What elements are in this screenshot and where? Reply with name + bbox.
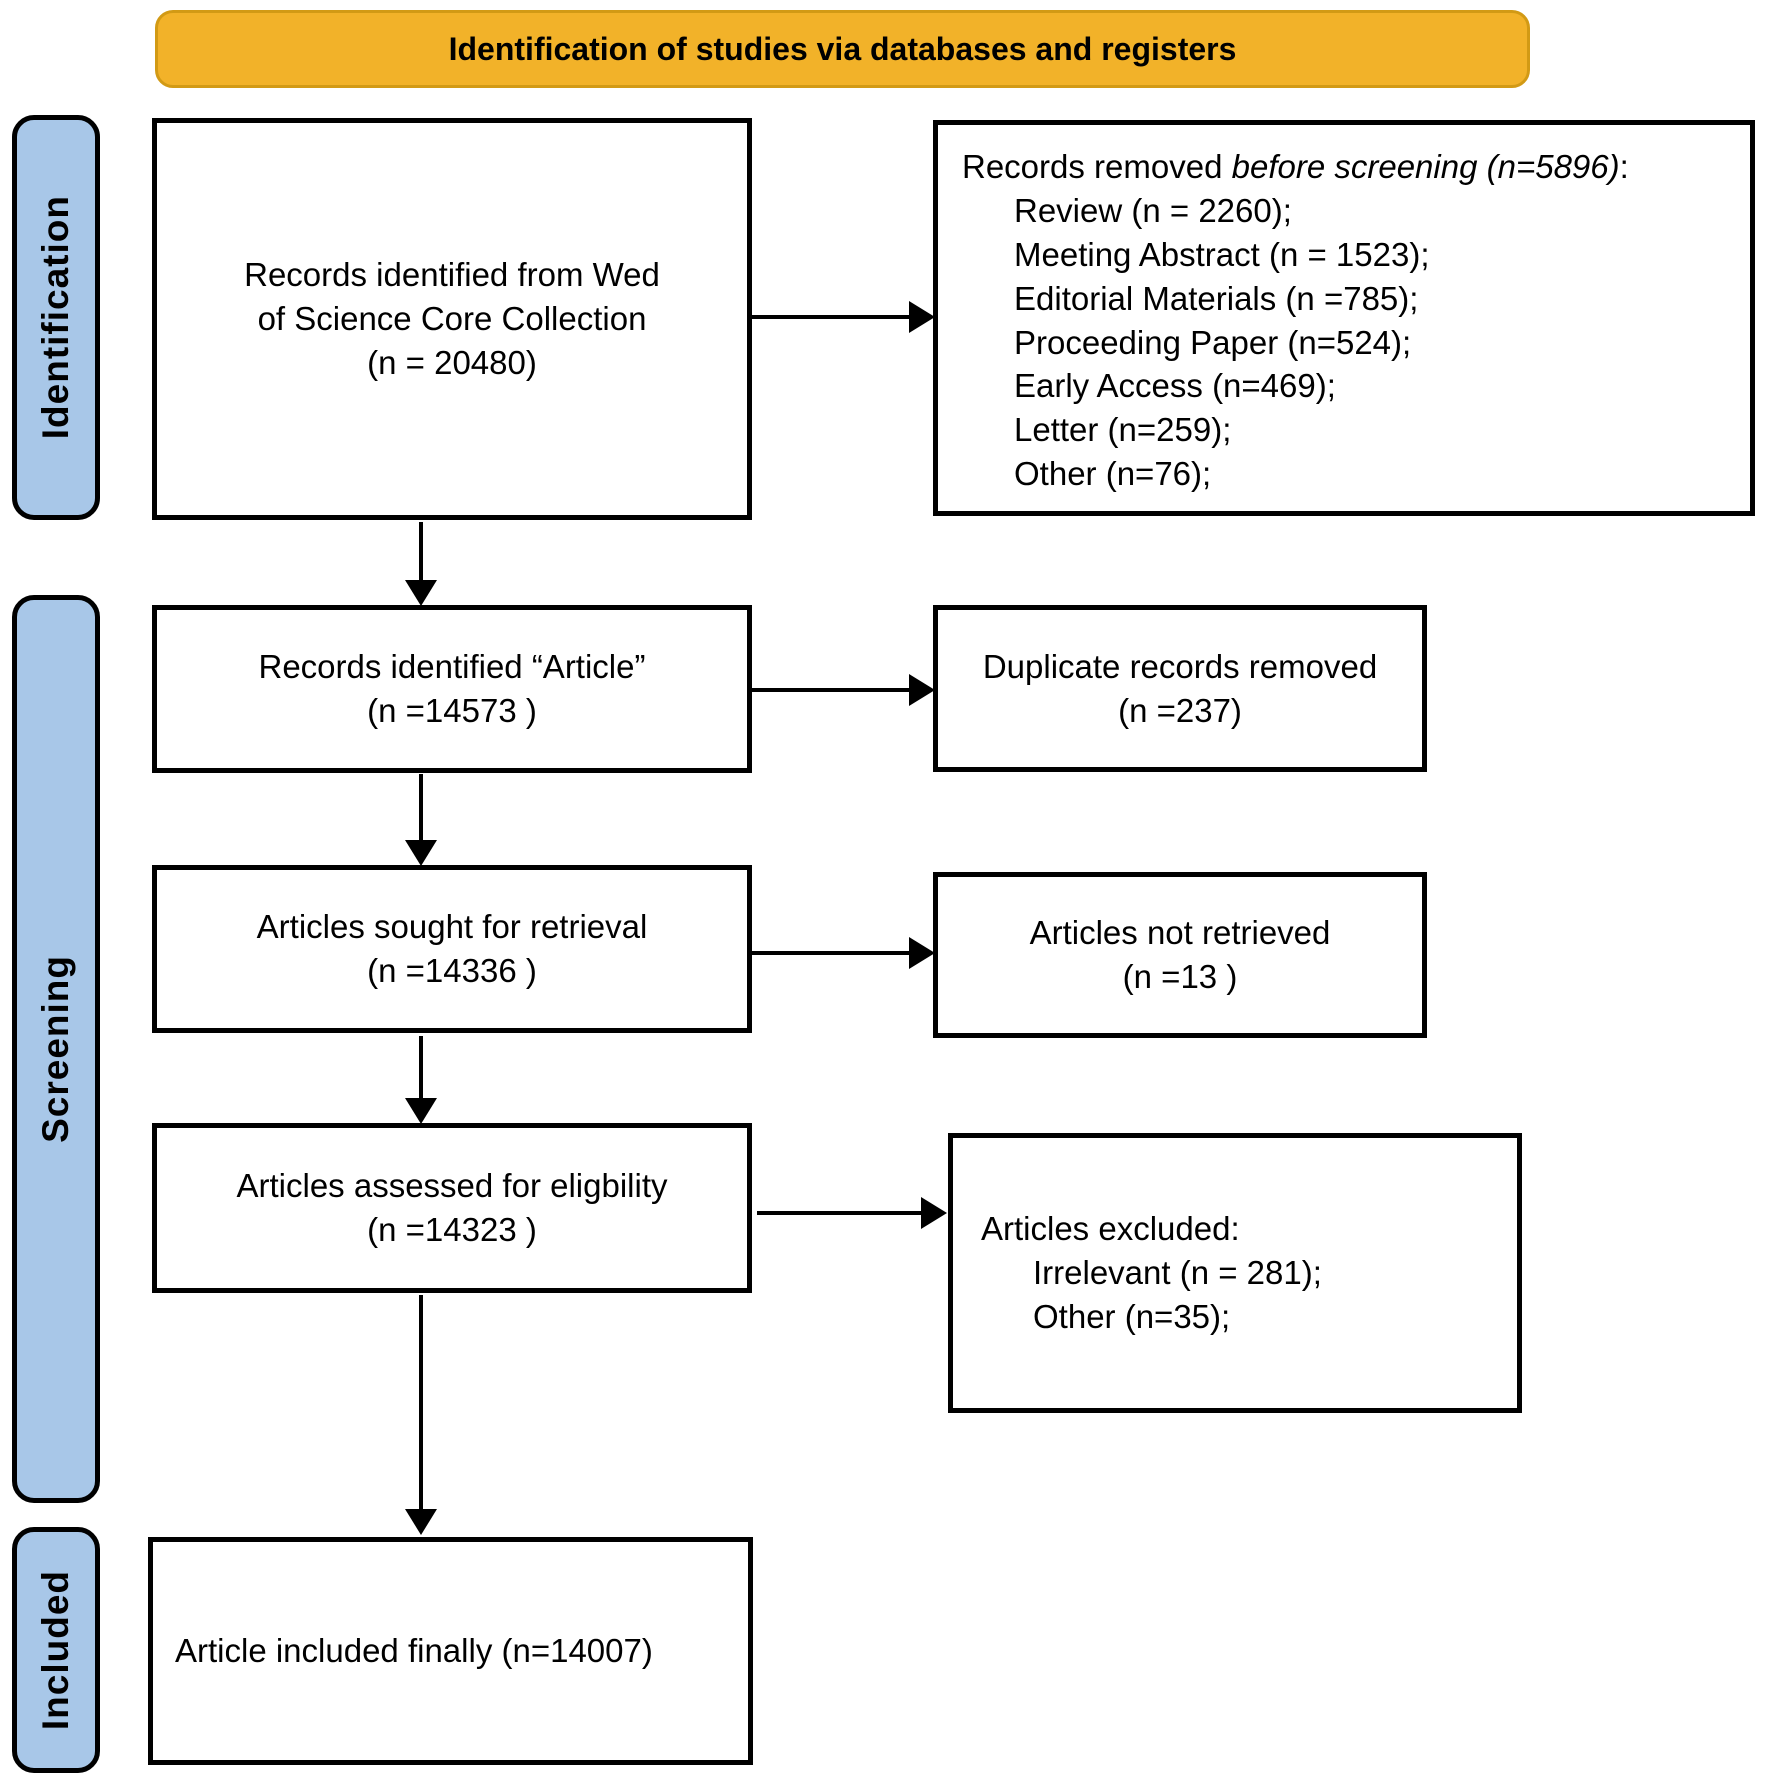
box-line: (n =237) [1118,691,1242,729]
arrow-head-icon [921,1197,947,1229]
box-line: Records identified from Wed [244,256,660,294]
box-records-article: Records identified “Article” (n =14573 ) [152,605,752,773]
arrow-article-to-sought [405,774,437,866]
removed-item: Early Access (n=469); [1014,367,1336,405]
box-line: (n =14336 ) [367,952,537,989]
stage-screening: Screening [12,595,100,1503]
box-line: (n =14323 ) [367,1211,537,1248]
arrow-shaft [752,315,911,319]
excluded-item: Irrelevant (n = 281); [1033,1254,1322,1292]
box-line: (n = 20480) [367,343,537,381]
box-line: of Science Core Collection [257,300,647,338]
box-records-identified: Records identified from Wed of Science C… [152,118,752,520]
arrow-head-icon [405,1509,437,1535]
arrow-shaft [752,688,911,692]
removed-item: Other (n=76); [1014,455,1212,493]
header-suffix: : [1619,148,1629,185]
arrow-identified-to-article [405,522,437,606]
arrow-shaft [419,522,423,582]
box-line: Articles assessed for eligbility [236,1167,668,1205]
box-duplicates-removed: Duplicate records removed (n =237) [933,605,1427,772]
arrow-head-icon [909,937,935,969]
removed-item: Meeting Abstract (n = 1523); [1014,235,1430,273]
arrow-head-icon [909,674,935,706]
arrow-shaft [757,1211,923,1215]
arrow-head-icon [405,580,437,606]
header-prefix: Records removed [962,148,1232,185]
arrow-shaft [752,951,911,955]
excluded-item: Other (n=35); [1033,1297,1231,1335]
box-articles-assessed: Articles assessed for eligbility (n =143… [152,1123,752,1293]
arrow-identified-to-removed [752,301,935,333]
arrow-sought-to-assessed [405,1036,437,1124]
box-line: Articles sought for retrieval [256,908,648,946]
arrow-head-icon [405,1098,437,1124]
box-header: Records removed before screening (n=5896… [962,145,1629,189]
box-line: Duplicate records removed [982,647,1378,685]
box-line: (n =14573 ) [367,692,537,729]
box-line: Records identified “Article” [258,648,646,686]
arrow-assessed-to-included [405,1295,437,1535]
box-line: Article included finally (n=14007) [175,1632,653,1670]
stage-identification-label: Identification [35,195,76,440]
stage-screening-label: Screening [35,955,76,1143]
arrow-head-icon [405,840,437,866]
stage-included-label: Included [35,1569,76,1731]
banner-title-text: Identification of studies via databases … [448,30,1237,67]
arrow-article-to-duplicates [752,674,935,706]
arrow-shaft [419,774,423,842]
box-records-removed: Records removed before screening (n=5896… [933,120,1755,516]
box-line: (n =13 ) [1122,958,1238,995]
arrow-shaft [419,1036,423,1100]
header-italic: before screening (n=5896) [1231,148,1620,185]
stage-identification: Identification [12,115,100,520]
arrow-head-icon [909,301,935,333]
box-line: Articles not retrieved [1029,914,1331,952]
box-article-included: Article included finally (n=14007) [148,1537,753,1765]
arrow-assessed-to-excluded [757,1197,947,1229]
removed-item: Proceeding Paper (n=524); [1014,323,1412,361]
stage-included: Included [12,1527,100,1773]
removed-item: Editorial Materials (n =785); [1014,279,1419,317]
box-articles-not-retrieved: Articles not retrieved (n =13 ) [933,872,1427,1038]
arrow-sought-to-not-retrieved [752,937,935,969]
arrow-shaft [419,1295,423,1511]
removed-item: Review (n = 2260); [1014,191,1292,229]
box-articles-sought: Articles sought for retrieval (n =14336 … [152,865,752,1033]
box-header: Articles excluded: [981,1210,1240,1248]
removed-item: Letter (n=259); [1014,411,1232,449]
banner-title: Identification of studies via databases … [155,10,1530,88]
box-articles-excluded: Articles excluded: Irrelevant (n = 281);… [948,1133,1522,1413]
